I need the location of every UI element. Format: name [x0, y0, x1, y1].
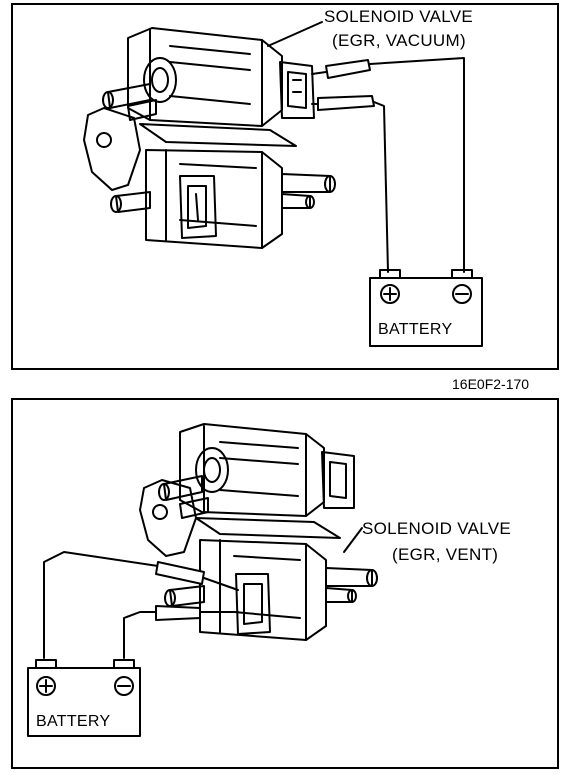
wiring-bottom: [43, 551, 239, 659]
battery-label-bottom: BATTERY: [36, 713, 111, 730]
valve-label-bottom-line1: SOLENOID VALVE: [362, 519, 512, 538]
battery-bottom-drawing: [27, 659, 141, 737]
solenoid-valve-egr-vent-drawing: [139, 423, 378, 641]
figure-id: 16E0F2-170: [452, 376, 530, 392]
valve-label-top-line2: (EGR, VACUUM): [332, 31, 466, 50]
valve-label-leader-bottom: [343, 527, 363, 553]
battery-label-top: BATTERY: [378, 321, 453, 338]
top-diagram-panel: [11, 3, 559, 370]
wiring-top: [311, 57, 465, 273]
valve-label-top-line1: SOLENOID VALVE: [324, 7, 474, 26]
solenoid-valve-egr-vacuum-drawing: [83, 27, 336, 249]
battery-top-drawing: [369, 269, 483, 347]
bottom-diagram-panel: [11, 398, 559, 769]
valve-label-leader-top: [267, 21, 323, 47]
valve-label-bottom-line2: (EGR, VENT): [392, 545, 499, 564]
